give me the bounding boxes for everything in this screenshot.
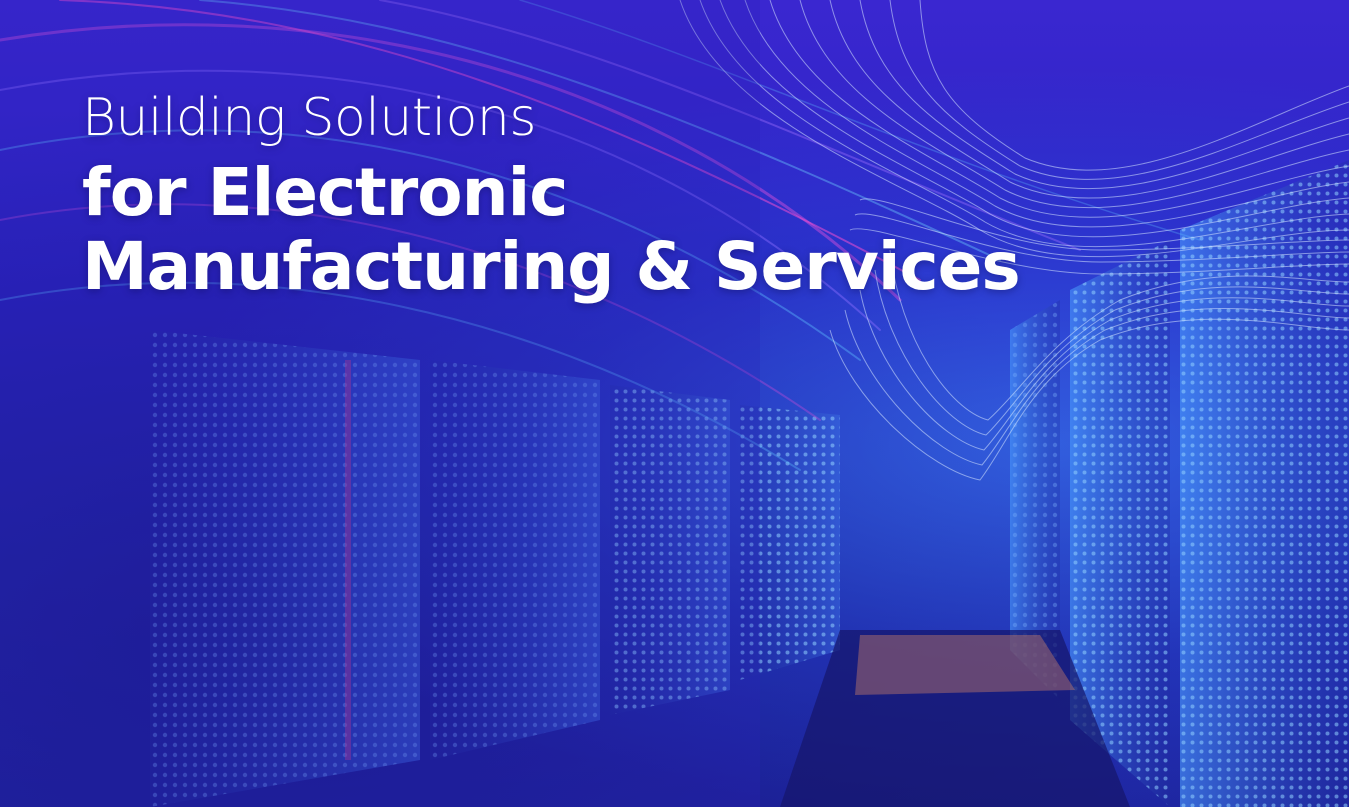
hero-headline: Building Solutions for Electronic Manufa… — [82, 80, 1021, 305]
left-server-racks — [150, 330, 840, 807]
wireframe-ribbon — [679, 0, 1349, 481]
light-streaks — [0, 0, 1201, 471]
headline-line-3: Manufacturing & Services — [82, 228, 1021, 305]
headline-line-1: Building Solutions — [82, 88, 536, 148]
headline-line-2: for Electronic — [82, 154, 568, 231]
right-server-racks — [1010, 160, 1349, 807]
floor — [780, 630, 1130, 807]
